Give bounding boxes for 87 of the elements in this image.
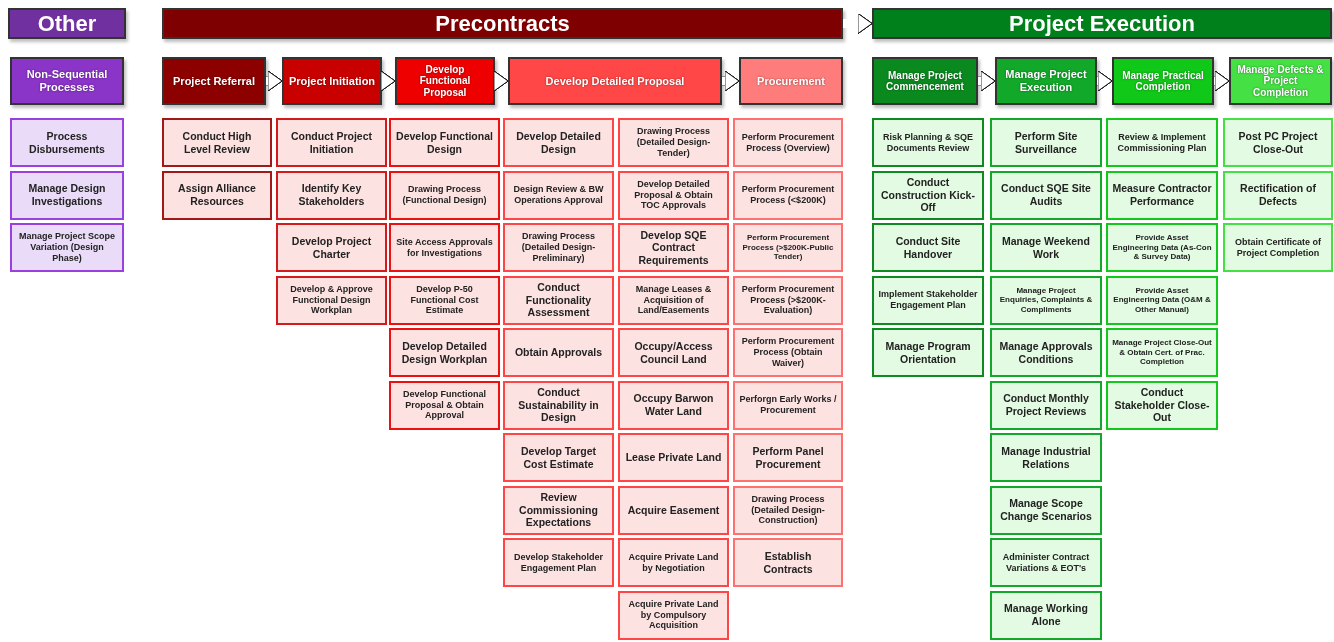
stage-header: Manage Project Execution: [995, 57, 1097, 105]
task-box: Develop Detailed Design: [503, 118, 614, 167]
task-box: Provide Asset Engineering Data (As-Con & Survey Data): [1106, 223, 1218, 272]
task-box: Perforgn Early Works / Procurement: [733, 380, 843, 430]
task-box: Review Commissioning Expectations: [503, 485, 614, 535]
arrow: [1214, 70, 1230, 92]
task-box: Acquire Private Land by Compulsory Acquisition: [618, 590, 729, 640]
task-box: Manage Design Investigations: [10, 170, 124, 220]
stage-header: Procurement: [739, 57, 843, 105]
task-box: Post PC Project Close-Out: [1223, 118, 1333, 167]
task-box: Develop Functional Proposal & Obtain Approval: [389, 380, 500, 430]
phase-banner: Other: [8, 8, 126, 39]
stage-header: Project Initiation: [282, 57, 382, 105]
task-box: Identify Key Stakeholders: [276, 170, 387, 220]
task-box: Review & Implement Commissioning Plan: [1106, 118, 1218, 167]
task-box: Manage Leases & Acquisition of Land/Easements: [618, 275, 729, 325]
task-box: Drawing Process (Functional Design): [389, 170, 500, 220]
arrow: [722, 70, 740, 92]
arrow: [1097, 70, 1113, 92]
task-box: Acquire Private Land by Negotiation: [618, 538, 729, 587]
stage-header: Non-Sequential Processes: [10, 57, 124, 105]
task-box: Conduct High Level Review: [162, 118, 272, 167]
task-box: Manage Project Enquiries, Complaints & Compliments: [990, 275, 1102, 325]
task-box: Conduct Monthly Project Reviews: [990, 380, 1102, 430]
task-box: Drawing Process (Detailed Design-Tender): [618, 118, 729, 167]
stage-header: Project Referral: [162, 57, 266, 105]
task-box: Develop Functional Design: [389, 118, 500, 167]
task-box: Manage Project Close-Out & Obtain Cert. of Prac. Completion: [1106, 328, 1218, 377]
task-box: Occupy Barwon Water Land: [618, 380, 729, 430]
task-box: Manage Industrial Relations: [990, 433, 1102, 482]
task-box: Process Disbursements: [10, 118, 124, 167]
task-box: Administer Contract Variations & EOT's: [990, 538, 1102, 587]
task-box: Perform Procurement Process (Overview): [733, 118, 843, 167]
phase-banner: Precontracts: [162, 8, 843, 39]
task-box: Perform Site Surveillance: [990, 118, 1102, 167]
stage-header: Manage Defects & Project Completion: [1229, 57, 1332, 105]
task-box: Develop Target Cost Estimate: [503, 433, 614, 482]
arrow: [380, 70, 396, 92]
task-box: Perform Procurement Process (>$200K-Evaluation): [733, 275, 843, 325]
task-box: Develop & Approve Functional Design Workplan: [276, 275, 387, 325]
stage-header: Develop Functional Proposal: [395, 57, 495, 105]
task-box: Obtain Approvals: [503, 328, 614, 377]
task-box: Conduct Construction Kick-Off: [872, 170, 984, 220]
task-box: Rectification of Defects: [1223, 170, 1333, 220]
arrow: [266, 70, 283, 92]
task-box: Manage Working Alone: [990, 590, 1102, 640]
task-box: Develop Detailed Design Workplan: [389, 328, 500, 377]
task-box: Conduct Functionality Assessment: [503, 275, 614, 325]
arrow: [978, 70, 996, 92]
task-box: Conduct Site Handover: [872, 223, 984, 272]
arrow: [493, 70, 509, 92]
task-box: Conduct SQE Site Audits: [990, 170, 1102, 220]
task-box: Assign Alliance Resources: [162, 170, 272, 220]
task-box: Drawing Process (Detailed Design-Construction): [733, 485, 843, 535]
stage-header: Manage Project Commencement: [872, 57, 978, 105]
task-box: Develop P-50 Functional Cost Estimate: [389, 275, 500, 325]
task-box: Develop Project Charter: [276, 223, 387, 272]
task-box: Manage Program Orientation: [872, 328, 984, 377]
task-box: Perform Procurement Process (<$200K): [733, 170, 843, 220]
task-box: Lease Private Land: [618, 433, 729, 482]
task-box: Implement Stakeholder Engagement Plan: [872, 275, 984, 325]
stage-header: Develop Detailed Proposal: [508, 57, 722, 105]
task-box: Measure Contractor Performance: [1106, 170, 1218, 220]
task-box: Drawing Process (Detailed Design-Preliminary): [503, 223, 614, 272]
task-box: Establish Contracts: [733, 538, 843, 587]
task-box: Risk Planning & SQE Documents Review: [872, 118, 984, 167]
task-box: Provide Asset Engineering Data (O&M & Other Manual): [1106, 275, 1218, 325]
task-box: Develop Stakeholder Engagement Plan: [503, 538, 614, 587]
task-box: Occupy/Access Council Land: [618, 328, 729, 377]
task-box: Manage Approvals Conditions: [990, 328, 1102, 377]
task-box: Manage Project Scope Variation (Design Phase): [10, 223, 124, 272]
task-box: Site Access Approvals for Investigations: [389, 223, 500, 272]
phase-banner: Project Execution: [872, 8, 1332, 39]
task-box: Develop SQE Contract Requirements: [618, 223, 729, 272]
task-box: Acquire Easement: [618, 485, 729, 535]
stage-header: Manage Practical Completion: [1112, 57, 1214, 105]
task-box: Manage Weekend Work: [990, 223, 1102, 272]
task-box: Conduct Project Initiation: [276, 118, 387, 167]
task-box: Obtain Certificate of Project Completion: [1223, 223, 1333, 272]
task-box: Conduct Stakeholder Close-Out: [1106, 380, 1218, 430]
task-box: Design Review & BW Operations Approval: [503, 170, 614, 220]
task-box: Perform Procurement Process (>$200K-Public Tender): [733, 223, 843, 272]
task-box: Perform Procurement Process (Obtain Waiver): [733, 328, 843, 377]
task-box: Conduct Sustainability in Design: [503, 380, 614, 430]
task-box: Perform Panel Procurement: [733, 433, 843, 482]
task-box: Develop Detailed Proposal & Obtain TOC Approvals: [618, 170, 729, 220]
task-box: Manage Scope Change Scenarios: [990, 485, 1102, 535]
